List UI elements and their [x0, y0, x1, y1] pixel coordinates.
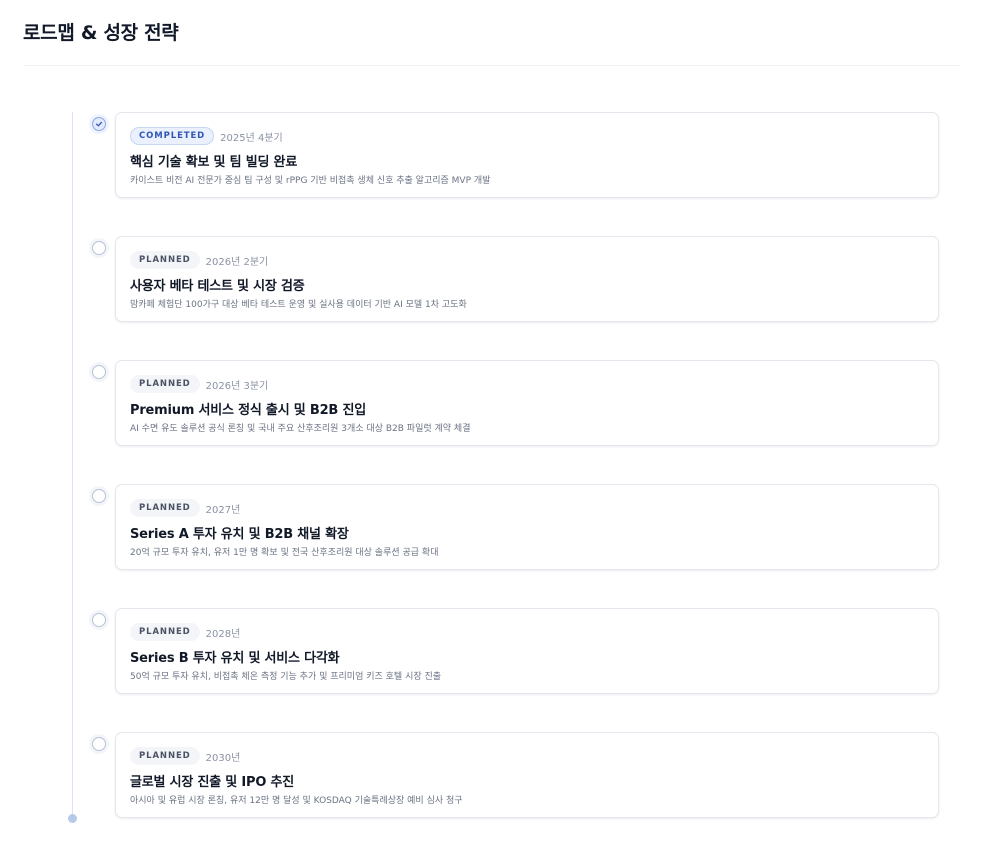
- milestone-period: 2030년: [205, 752, 241, 764]
- milestone-item: PLANNED 2027년 Series A 투자 유치 및 B2B 채널 확장…: [0, 484, 998, 574]
- milestone-period: 2025년 4분기: [220, 132, 283, 144]
- status-badge: PLANNED: [130, 623, 200, 641]
- timeline-end-dot: [68, 814, 77, 823]
- milestone-period: 2026년 3분기: [205, 380, 269, 392]
- title-divider: [23, 65, 960, 66]
- timeline-line: [72, 112, 73, 818]
- milestone-item: PLANNED 2028년 Series B 투자 유치 및 서비스 다각화 5…: [0, 608, 998, 698]
- milestone-title: 핵심 기술 확보 및 팀 빌딩 완료: [130, 155, 298, 170]
- milestone-card[interactable]: COMPLETED 2025년 4분기 핵심 기술 확보 및 팀 빌딩 완료 카…: [115, 112, 939, 198]
- check-circle-icon: [92, 117, 106, 131]
- milestone-card[interactable]: PLANNED 2028년 Series B 투자 유치 및 서비스 다각화 5…: [115, 608, 939, 694]
- milestone-card[interactable]: PLANNED 2026년 2분기 사용자 베타 테스트 및 시장 검증 맘카페…: [115, 236, 939, 322]
- status-badge: PLANNED: [130, 499, 200, 517]
- milestone-title: 사용자 베타 테스트 및 시장 검증: [130, 279, 305, 294]
- milestone-item: PLANNED 2030년 글로벌 시장 진출 및 IPO 추진 아시아 및 유…: [0, 732, 998, 822]
- milestone-title: Premium 서비스 정식 출시 및 B2B 진입: [130, 403, 366, 418]
- milestone-title: 글로벌 시장 진출 및 IPO 추진: [130, 775, 295, 790]
- empty-circle-icon: [92, 365, 106, 379]
- empty-circle-icon: [92, 613, 106, 627]
- milestone-item: PLANNED 2026년 3분기 Premium 서비스 정식 출시 및 B2…: [0, 360, 998, 450]
- milestone-card[interactable]: PLANNED 2030년 글로벌 시장 진출 및 IPO 추진 아시아 및 유…: [115, 732, 939, 818]
- milestone-card[interactable]: PLANNED 2026년 3분기 Premium 서비스 정식 출시 및 B2…: [115, 360, 939, 446]
- milestone-title: Series B 투자 유치 및 서비스 다각화: [130, 651, 340, 666]
- milestone-item: COMPLETED 2025년 4분기 핵심 기술 확보 및 팀 빌딩 완료 카…: [0, 112, 998, 202]
- milestone-period: 2027년: [205, 504, 241, 516]
- status-badge: COMPLETED: [130, 127, 215, 145]
- milestone-period: 2026년 2분기: [205, 256, 269, 268]
- milestone-description: 맘카페 체험단 100가구 대상 베타 테스트 운영 및 실사용 데이터 기반 …: [130, 300, 467, 310]
- milestone-description: AI 수면 유도 솔루션 공식 론칭 및 국내 주요 산후조리원 3개소 대상 …: [130, 424, 471, 434]
- empty-circle-icon: [92, 737, 106, 751]
- milestone-description: 20억 규모 투자 유치, 유저 1만 명 확보 및 전국 산후조리원 대상 솔…: [130, 548, 439, 558]
- milestone-card[interactable]: PLANNED 2027년 Series A 투자 유치 및 B2B 채널 확장…: [115, 484, 939, 570]
- status-badge: PLANNED: [130, 251, 200, 269]
- page-title: 로드맵 & 성장 전략: [23, 22, 179, 44]
- milestone-description: 카이스트 비전 AI 전문가 중심 팀 구성 및 rPPG 기반 비접촉 생체 …: [130, 176, 491, 186]
- milestone-period: 2028년: [205, 628, 241, 640]
- milestone-description: 아시아 및 유럽 시장 론칭, 유저 12만 명 달성 및 KOSDAQ 기술특…: [130, 796, 463, 806]
- milestone-title: Series A 투자 유치 및 B2B 채널 확장: [130, 527, 349, 542]
- empty-circle-icon: [92, 241, 106, 255]
- status-badge: PLANNED: [130, 747, 200, 765]
- status-badge: PLANNED: [130, 375, 200, 393]
- milestone-description: 50억 규모 투자 유치, 비접촉 체온 측정 기능 추가 및 프리미엄 키즈 …: [130, 672, 442, 682]
- empty-circle-icon: [92, 489, 106, 503]
- milestone-item: PLANNED 2026년 2분기 사용자 베타 테스트 및 시장 검증 맘카페…: [0, 236, 998, 326]
